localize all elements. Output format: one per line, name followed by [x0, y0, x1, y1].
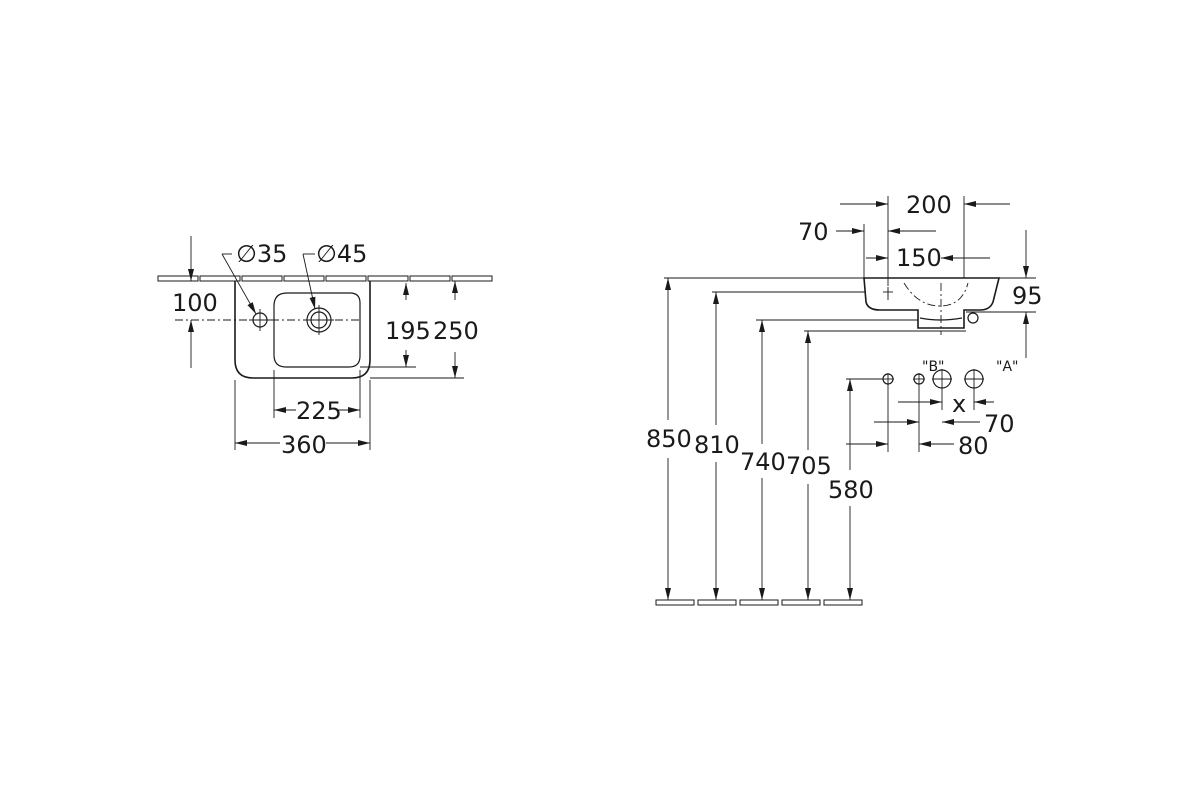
basin-width-label: 360	[281, 431, 327, 459]
overflow-icon	[883, 287, 893, 297]
wall-strip	[157, 275, 493, 282]
width-200-label: 200	[906, 191, 952, 219]
height-810-label: 810	[694, 431, 740, 459]
connection-80-label: 80	[958, 432, 989, 460]
floor-strip	[655, 599, 863, 606]
tap-offset-label: 100	[172, 289, 218, 317]
waste-diameter-label: ∅45	[316, 240, 367, 268]
rim-height-850-label: 850	[646, 425, 692, 453]
tap-hole-icon	[249, 309, 271, 331]
offset-70-label: 70	[798, 218, 829, 246]
offset-150-label: 150	[896, 244, 942, 272]
tap-hole-diameter-label: ∅35	[236, 240, 287, 268]
connection-x-label: x	[952, 390, 966, 418]
plan-view: ∅35 ∅45 100 195 250 225 360	[157, 236, 493, 459]
side-view: 200 70 150 95 850 810 740 705	[646, 191, 1043, 606]
connection-a1-icon	[932, 369, 952, 389]
connection-70-label: 70	[984, 410, 1015, 438]
variant-b-label: "B"	[922, 359, 944, 375]
basin-outline	[234, 281, 371, 379]
bowl-width-label: 225	[296, 397, 342, 425]
connection-b-icon	[882, 373, 894, 385]
connection-b2-icon	[913, 373, 925, 385]
height-95-label: 95	[1012, 282, 1043, 310]
waste-hole-icon	[304, 305, 334, 335]
bowl-depth-label: 195	[385, 317, 431, 345]
connection-a2-icon	[964, 369, 984, 389]
height-740-label: 740	[740, 448, 786, 476]
basin-side-profile	[863, 277, 1001, 329]
variant-a-label: "A"	[996, 359, 1018, 375]
height-705-label: 705	[786, 452, 832, 480]
bowl-outline	[273, 292, 361, 368]
basin-depth-label: 250	[433, 317, 479, 345]
height-580-label: 580	[828, 476, 874, 504]
